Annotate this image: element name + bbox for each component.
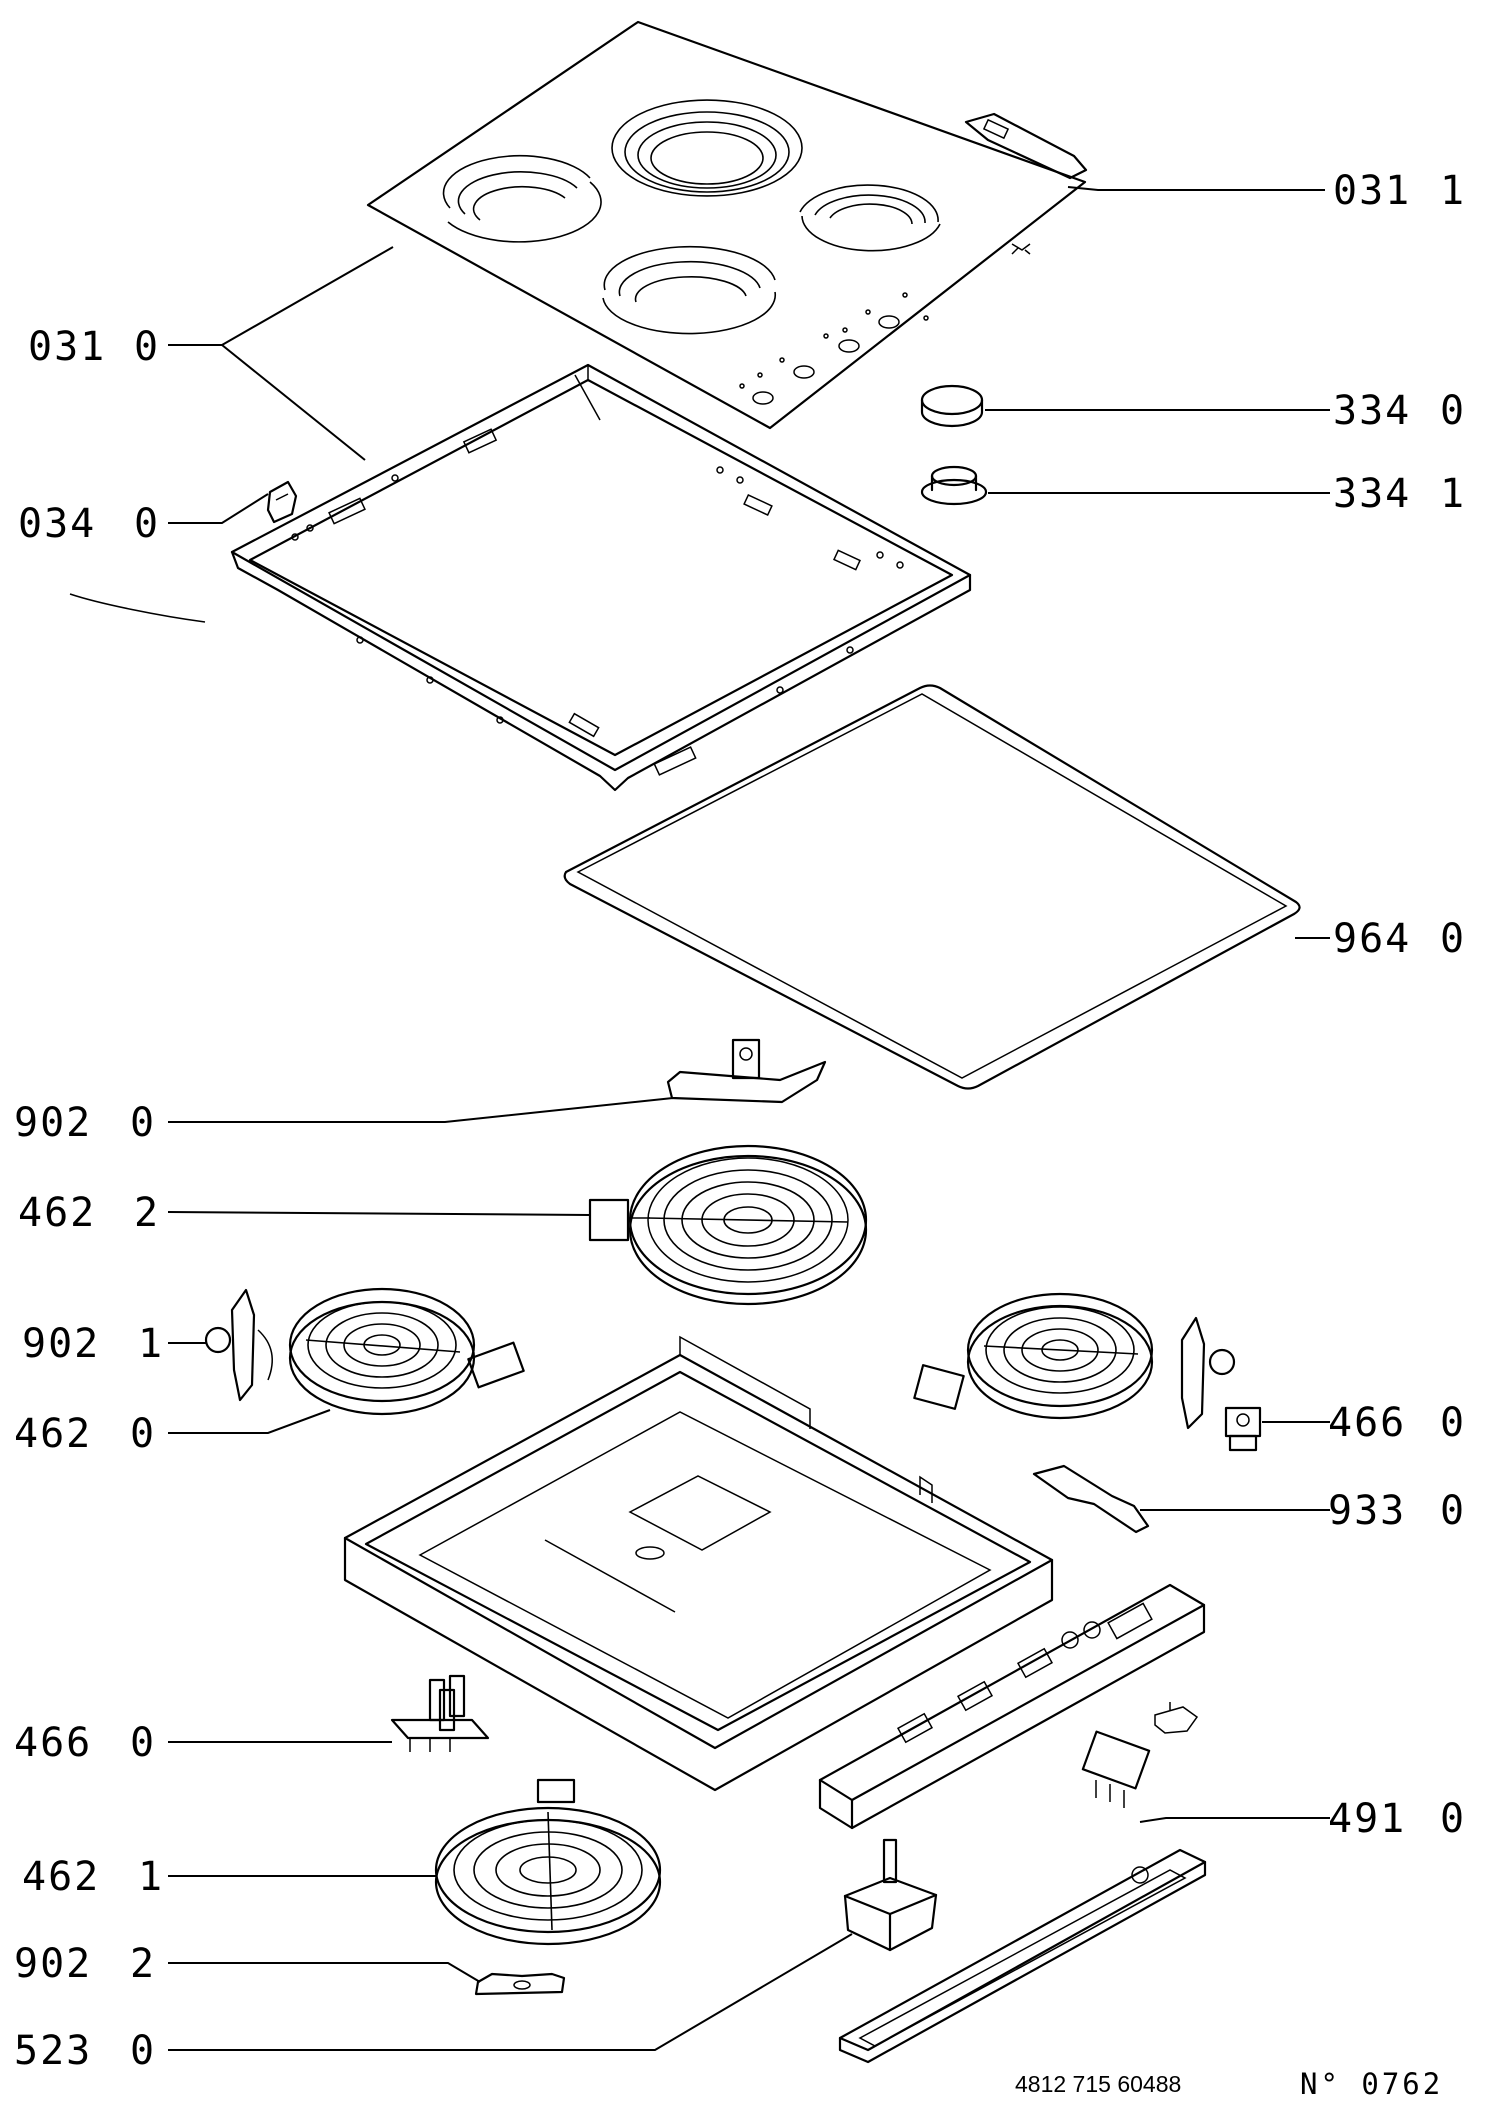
callout-523-0-code: 523 [14,2028,92,2074]
callout-462-1-code: 462 [22,1854,100,1900]
part-902-0 [666,1038,827,1104]
part-523-0 [843,1838,938,1952]
callout-491-0-code: 491 [1328,1796,1406,1842]
callout-933-0-code: 933 [1328,1488,1406,1534]
callout-031-1-variant: 1 [1440,168,1466,214]
radiant-element-right [913,1292,1236,1430]
control-panel-bar [818,1583,1206,1830]
callout-462-0-variant: 0 [130,1411,156,1457]
callout-334-0-variant: 0 [1440,388,1466,434]
callout-462-2-code: 462 [18,1190,96,1236]
radiant-element-462-2 [588,1144,868,1306]
callout-902-1-code: 902 [22,1321,100,1367]
callout-523-0-variant: 0 [130,2028,156,2074]
part-034-0 [266,480,298,524]
part-031-1 [964,112,1088,180]
drawing-part-number: 4812 715 60488 [1015,2071,1181,2097]
callout-031-1-code: 031 [1333,168,1411,214]
callout-466-0-left-variant: 0 [130,1720,156,1766]
callout-466-0-right-code: 466 [1328,1400,1406,1446]
cover-strip [838,1848,1207,2064]
callout-031-0-variant: 0 [134,324,160,370]
part-491-0 [1081,1730,1151,1808]
callout-491-0-variant: 0 [1440,1796,1466,1842]
callout-902-1-variant: 1 [138,1321,164,1367]
gasket-964 [563,684,1301,1090]
part-466-0-right [1224,1406,1262,1452]
callout-964-0-variant: 0 [1440,916,1466,962]
leader-lines [167,186,1330,2051]
callout-902-0-code: 902 [14,1100,92,1146]
part-334-1 [920,465,988,506]
drawing-number: N° 0762 [1300,2067,1443,2101]
callout-462-0-code: 462 [14,1411,92,1457]
callout-334-0-code: 334 [1333,388,1411,434]
callout-902-0-variant: 0 [130,1100,156,1146]
bottom-tray [343,1335,1054,1792]
callout-466-0-left-code: 466 [14,1720,92,1766]
small-spring-clip [1154,1702,1199,1734]
part-334-0 [920,384,984,428]
callout-334-1-variant: 1 [1440,471,1466,517]
callout-034-0-code: 034 [18,501,96,547]
radiant-element-462-0 [288,1287,525,1416]
hob-frame [230,363,972,792]
callout-902-2-variant: 2 [130,1941,156,1987]
callout-933-0-variant: 0 [1440,1488,1466,1534]
part-902-2 [474,1972,566,1996]
stray-line [69,593,206,623]
callout-034-0-variant: 0 [134,501,160,547]
callout-462-2-variant: 2 [134,1190,160,1236]
part-902-1 [204,1288,273,1402]
part-466-0-left [390,1674,490,1752]
radiant-element-462-1 [434,1778,662,1946]
callout-labels: 031 1 031 0 334 0 334 1 034 0 964 0 902 … [14,168,1466,2074]
callout-334-1-code: 334 [1333,471,1411,517]
callout-964-0-code: 964 [1333,916,1411,962]
ceramic-hob-top [366,20,1087,430]
callout-466-0-right-variant: 0 [1440,1400,1466,1446]
part-933-0 [1032,1464,1150,1534]
callout-031-0-code: 031 [28,324,106,370]
callout-462-1-variant: 1 [138,1854,164,1900]
callout-902-2-code: 902 [14,1941,92,1987]
